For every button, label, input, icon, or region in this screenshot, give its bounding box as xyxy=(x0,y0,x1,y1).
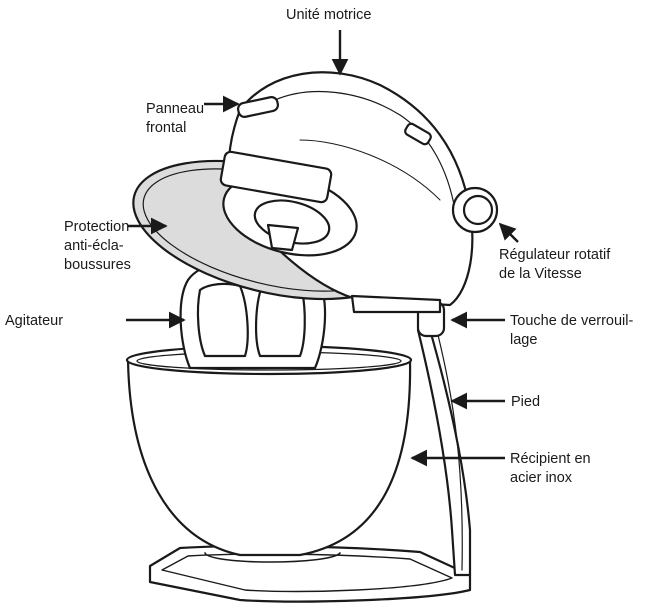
beater-shaft xyxy=(268,225,298,250)
label-agitateur: Agitateur xyxy=(5,312,63,331)
label-pied: Pied xyxy=(511,393,540,412)
label-panneau-frontal: Panneau frontal xyxy=(146,100,204,138)
label-regulateur-vitesse: Régulateur rotatif de la Vitesse xyxy=(499,246,610,284)
label-unite-motrice: Unité motrice xyxy=(286,6,371,25)
bowl xyxy=(128,360,410,555)
bowl-clamp xyxy=(352,296,440,312)
speed-knob-inner xyxy=(464,196,492,224)
label-protection-anti-eclaboussures: Protection anti-écla- boussures xyxy=(64,218,131,275)
label-recipient-inox: Récipient en acier inox xyxy=(510,450,591,488)
arrow-regulateur xyxy=(500,224,518,242)
label-touche-verrouillage: Touche de verrouil- lage xyxy=(510,312,633,350)
